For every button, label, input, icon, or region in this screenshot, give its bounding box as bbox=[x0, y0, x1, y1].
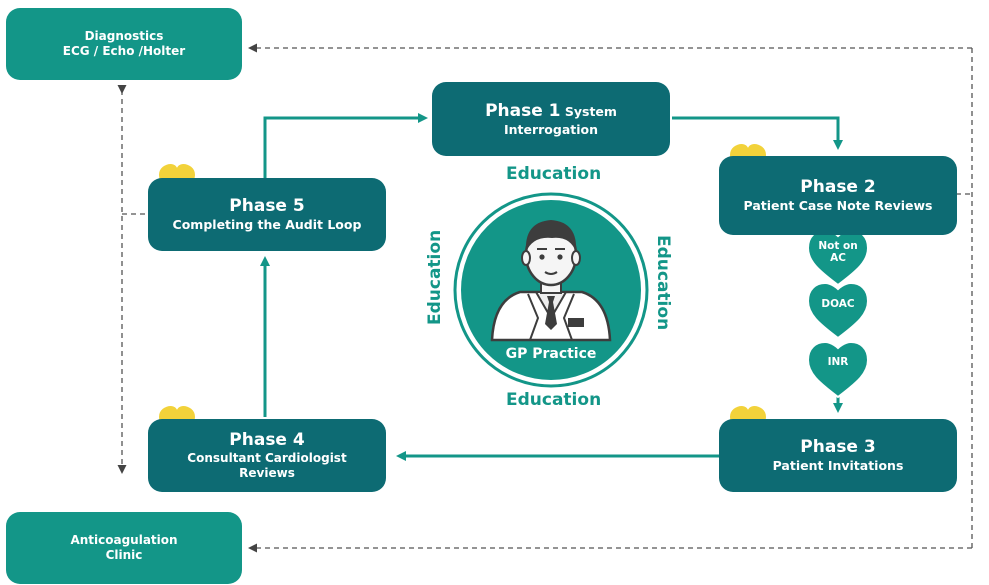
heart-not-on-ac-label: Not on AC bbox=[818, 240, 858, 264]
phase3-subtitle: Patient Invitations bbox=[772, 458, 904, 473]
education-top-label: Education bbox=[506, 164, 602, 184]
not-on-ac-line1: Not on bbox=[818, 240, 858, 252]
education-right-label: Education bbox=[653, 235, 673, 331]
education-bottom-label: Education bbox=[506, 390, 602, 410]
arrow-phase5-to-phase1 bbox=[263, 113, 428, 178]
anticoagulation-line1: Anticoagulation bbox=[70, 533, 178, 547]
phase2-box: Phase 2 Patient Case Note Reviews bbox=[719, 156, 957, 235]
phase2-subtitle: Patient Case Note Reviews bbox=[743, 198, 933, 213]
heart-not-on-ac-shape bbox=[806, 228, 870, 287]
education-left-label: Education bbox=[425, 229, 445, 325]
phase1-title: Phase 1 bbox=[485, 100, 561, 121]
phase4-title: Phase 4 bbox=[229, 430, 305, 450]
heart-doac-label: DOAC bbox=[821, 298, 855, 310]
diagnostics-line1: Diagnostics bbox=[84, 29, 164, 43]
phase1-title-suffix: System bbox=[560, 103, 617, 119]
heart-inr-label: INR bbox=[827, 356, 849, 368]
gp-practice-label: GP Practice bbox=[505, 346, 597, 362]
doctor-avatar-icon bbox=[490, 220, 612, 342]
phase3-box: Phase 3 Patient Invitations bbox=[719, 419, 957, 492]
phase4-subtitle2: Reviews bbox=[239, 466, 295, 480]
arrow-phase1-to-phase2 bbox=[672, 116, 843, 150]
diagnostics-line2: ECG / Echo /Holter bbox=[62, 44, 186, 58]
phase5-subtitle: Completing the Audit Loop bbox=[172, 217, 362, 232]
anticoagulation-line2: Clinic bbox=[105, 548, 143, 562]
phase1-subtitle: Interrogation bbox=[503, 121, 599, 137]
phase5-box: Phase 5 Completing the Audit Loop bbox=[148, 178, 386, 251]
diagnostics-box: Diagnostics ECG / Echo /Holter bbox=[6, 8, 242, 80]
phase4-subtitle1: Consultant Cardiologist bbox=[187, 451, 347, 465]
phase5-title: Phase 5 bbox=[229, 196, 305, 216]
not-on-ac-line2: AC bbox=[830, 252, 846, 264]
phase1-title-row: Phase 1 System bbox=[485, 101, 617, 122]
phase3-title: Phase 3 bbox=[800, 437, 876, 457]
phase2-title: Phase 2 bbox=[800, 177, 876, 197]
phase1-box: Phase 1 System Interrogation bbox=[432, 82, 670, 156]
anticoagulation-box: Anticoagulation Clinic bbox=[6, 512, 242, 584]
heart-inr-shape bbox=[806, 340, 870, 399]
phase4-box: Phase 4 Consultant Cardiologist Reviews bbox=[148, 419, 386, 492]
heart-doac-shape bbox=[806, 281, 870, 340]
